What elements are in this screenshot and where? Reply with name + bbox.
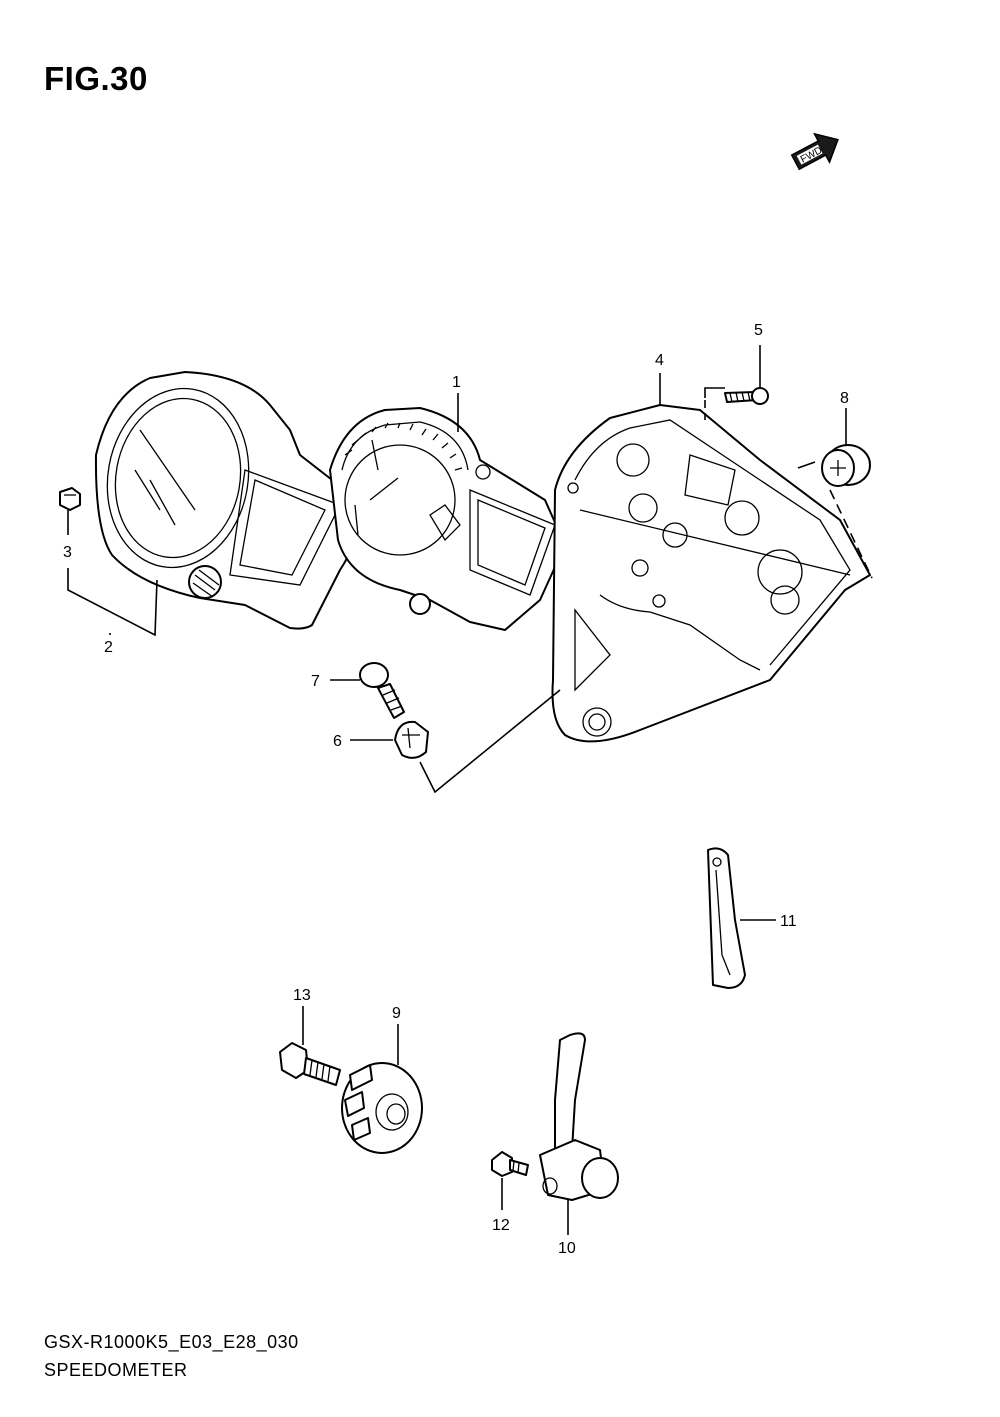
callout-12: 12: [492, 1217, 510, 1234]
callout-13: 13: [293, 987, 311, 1004]
sensor-rotor-part: [341, 1062, 423, 1154]
model-code: GSX-R1000K5_E03_E28_030: [44, 1332, 299, 1352]
callout-9: 9: [392, 1005, 401, 1022]
callout-7: 7: [311, 673, 320, 690]
cushion-part: [394, 720, 429, 759]
fwd-arrow-icon: FWD: [790, 132, 839, 171]
bolt-part: [359, 662, 405, 719]
callout-11: 11: [780, 913, 797, 930]
band-part: [707, 847, 746, 989]
meter-assembly-part: [329, 407, 566, 631]
callout-labels: 1 2 3 4 5 6 7 8 9 10 11 12 13: [63, 322, 849, 1257]
speed-sensor-part: [539, 1032, 619, 1201]
callout-3: 3: [63, 544, 72, 561]
nut-part: [59, 487, 81, 511]
section-name: SPEEDOMETER: [44, 1360, 188, 1380]
callout-4: 4: [655, 352, 664, 369]
rotor-bolt-part: [279, 1042, 341, 1086]
meter-case-part: [551, 404, 871, 743]
meter-cover-part: [94, 371, 361, 630]
leader-lines: [67, 345, 873, 1235]
callout-10: 10: [558, 1240, 576, 1257]
callout-8: 8: [840, 390, 849, 407]
sensor-bolt-part: [491, 1151, 529, 1177]
callout-5: 5: [754, 322, 763, 339]
grommet-part: [821, 444, 871, 487]
figure-title: FIG.30: [44, 60, 148, 97]
callout-1: 1: [452, 374, 461, 391]
callout-2: 2: [104, 639, 113, 656]
screw-part: [724, 387, 769, 405]
callout-6: 6: [333, 733, 342, 750]
